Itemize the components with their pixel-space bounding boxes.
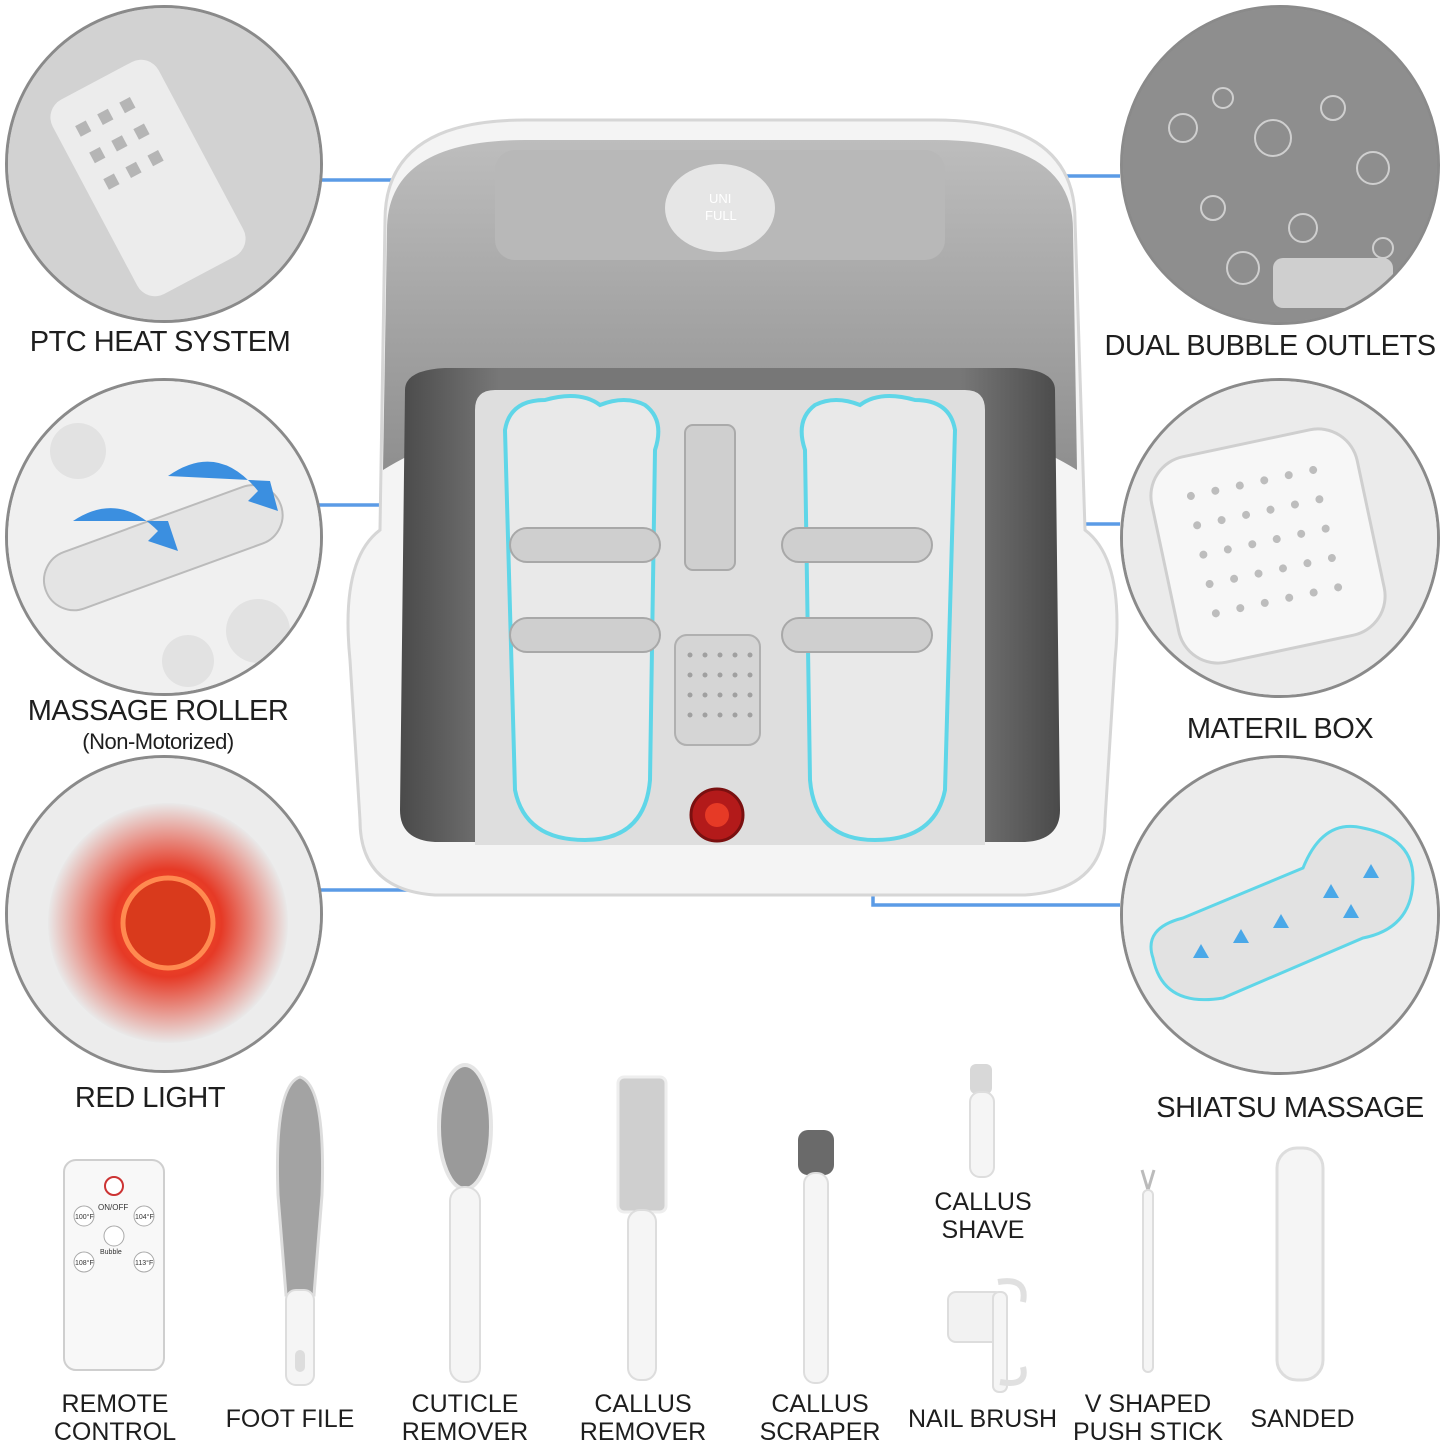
foot-file-image <box>276 1075 324 1386</box>
brand-logo-bottom: FULL <box>705 208 737 223</box>
push-stick-image <box>1140 1169 1156 1373</box>
shiatsu-foot-icon <box>1123 758 1437 1072</box>
material-box-label: MATERIL BOX <box>1186 713 1374 745</box>
callus-shave-label: CALLUS SHAVE <box>934 1188 1032 1244</box>
remote-onoff-text: ON/OFF <box>98 1203 128 1212</box>
nail-brush-image <box>947 1278 1027 1393</box>
remote-100-text: 100°F <box>75 1213 94 1221</box>
remote-104-text: 104°F <box>135 1213 154 1221</box>
shiatsu-massage-circle <box>1120 755 1440 1075</box>
massage-roller-label: MASSAGE ROLLER <box>27 695 289 727</box>
dual-bubble-outlets-circle <box>1120 5 1440 325</box>
cuticle-remover-image <box>437 1063 493 1383</box>
nail-brush-label: NAIL BRUSH <box>907 1405 1058 1433</box>
massage-roller-note: (Non-Motorized) <box>82 729 234 754</box>
remote-control-label: REMOTE CONTROL <box>53 1390 177 1446</box>
heater-element-icon <box>8 8 320 320</box>
callus-remover-label: CALLUS REMOVER <box>579 1390 707 1446</box>
red-light-label: RED LIGHT <box>74 1082 226 1114</box>
power-button-icon <box>104 1176 124 1196</box>
cuticle-remover-label: CUTICLE REMOVER <box>401 1390 529 1446</box>
ptc-heat-system-circle <box>5 5 323 323</box>
foot-file-label: FOOT FILE <box>225 1405 355 1433</box>
ptc-heat-system-label: PTC HEAT SYSTEM <box>29 326 291 358</box>
sanded-label: SANDED <box>1250 1405 1355 1433</box>
foot-spa-tub: UNI FULL <box>346 118 1119 897</box>
remote-control-image: ON/OFF 100°F 104°F Bubble 108°F 113°F <box>63 1159 165 1371</box>
massage-roller-circle <box>5 378 323 696</box>
red-light-icon <box>8 758 320 1070</box>
dual-bubble-outlets-label: DUAL BUBBLE OUTLETS <box>1104 330 1436 362</box>
bubble-icon <box>1123 8 1437 322</box>
roller-rotate-icon <box>8 381 320 693</box>
callus-scraper-image <box>798 1130 834 1384</box>
callus-remover-image <box>616 1075 668 1381</box>
push-stick-label: V SHAPED PUSH STICK <box>1072 1390 1224 1446</box>
material-box-circle <box>1120 378 1440 698</box>
remote-113-text: 113°F <box>135 1259 153 1267</box>
remote-108-text: 108°F <box>75 1259 94 1267</box>
red-light-circle <box>5 755 323 1073</box>
brand-logo-top: UNI <box>709 191 731 206</box>
remote-bubble-text: Bubble <box>100 1249 122 1256</box>
shiatsu-massage-label: SHIATSU MASSAGE <box>1156 1092 1424 1124</box>
callus-shave-image <box>969 1064 995 1178</box>
callus-scraper-label: CALLUS SCRAPER <box>759 1390 881 1446</box>
material-box-icon <box>1123 381 1437 695</box>
sanded-file-image <box>1275 1146 1325 1382</box>
